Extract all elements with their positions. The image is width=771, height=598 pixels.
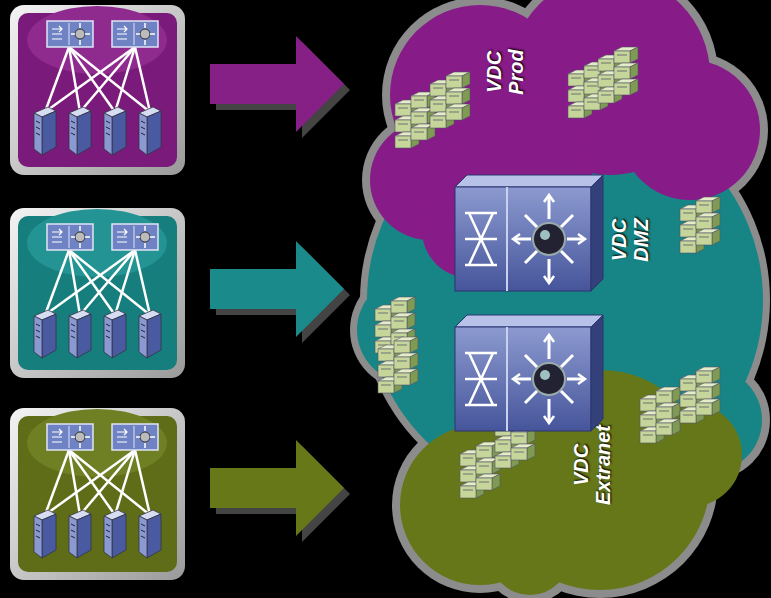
region-label: VDC DMZ <box>604 214 656 265</box>
arrow <box>210 36 350 138</box>
region-name: VDC Extranet <box>570 425 614 505</box>
region-label: VDC Prod <box>479 45 531 99</box>
region-label: VDC Extranet <box>566 421 618 509</box>
region-name: VDC Prod <box>483 49 527 95</box>
network-tile <box>10 208 185 378</box>
server-stack <box>375 47 720 498</box>
arrow <box>210 241 350 343</box>
arrow <box>210 440 350 542</box>
network-tile <box>10 5 185 175</box>
switch-chassis <box>455 175 603 291</box>
switch-chassis <box>455 315 603 431</box>
network-tile <box>10 408 185 580</box>
cloud-outline <box>350 0 770 598</box>
region-name: VDC DMZ <box>608 218 652 261</box>
